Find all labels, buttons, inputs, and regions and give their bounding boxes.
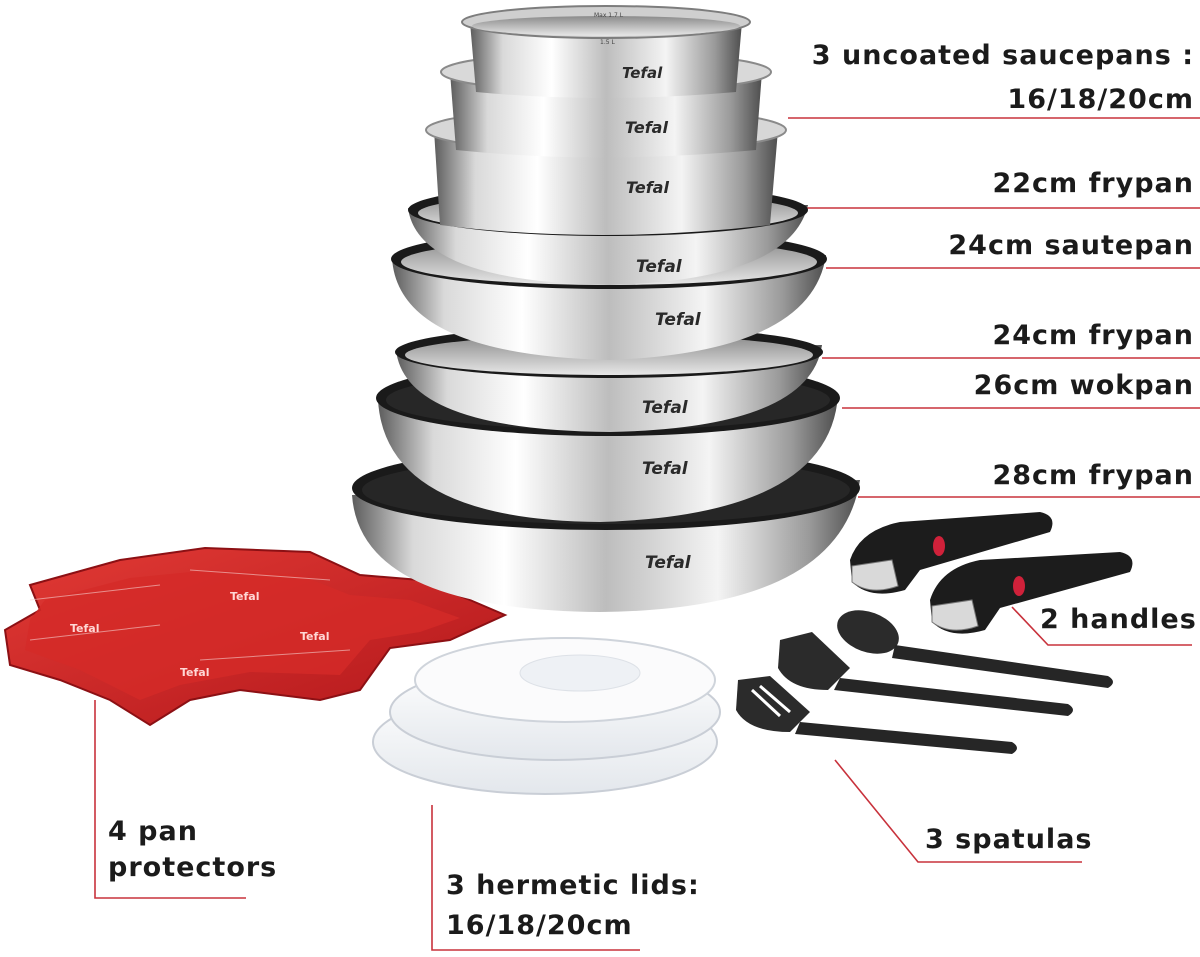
label-frypan-22cm: 22cm frypan [992,168,1194,199]
detachable-handles [850,512,1133,634]
brand-logo: Tefal [655,310,702,330]
pan-protectors: Tefal Tefal Tefal Tefal [3,546,508,727]
brand-logo: Tefal [625,118,668,137]
label-sautepan-24cm: 24cm sautepan [948,230,1194,261]
protector-pad [25,570,460,700]
leader-lines [94,117,1200,951]
label-saucepans-line1: 3 uncoated saucepans : [811,40,1194,71]
brand-logo: Tefal [636,257,683,277]
saucepan-16cm: Max 1.7 L 1.5 L Tefal [461,5,751,98]
spatula-turner [778,632,1073,716]
leader-handles [1011,606,1192,646]
protector-brand-print: Tefal [300,630,329,643]
protector-brand-print: Tefal [180,666,209,679]
label-saucepans-line2: 16/18/20cm [1007,84,1194,115]
label-protectors-line1: 4 pan [108,816,198,847]
protector-brand-print: Tefal [70,622,99,635]
handle [850,512,1053,594]
leader-protectors [94,700,246,899]
brand-logo: Tefal [626,178,669,197]
label-frypan-24cm: 24cm frypan [992,320,1194,351]
leader-spatulas [834,759,1082,863]
label-handles: 2 handles [1040,604,1197,635]
capacity-marking: Max 1.7 L [594,12,624,19]
label-frypan-28cm: 28cm frypan [992,460,1194,491]
capacity-marking-small: 1.5 L [600,39,615,46]
label-lids-line2: 16/18/20cm [446,910,633,941]
brand-logo: Tefal [642,459,689,479]
brand-logo: Tefal [642,398,689,418]
protector-brand-print: Tefal [230,590,259,603]
brand-logo: Tefal [622,64,663,82]
leader-lids [431,805,640,951]
lid-center [519,654,641,692]
handle [930,552,1133,634]
spatulas [736,610,1113,754]
label-spatulas: 3 spatulas [925,824,1093,855]
brand-logo: Tefal [645,553,692,573]
spatula-spoon [837,610,1113,688]
hermetic-lids [372,637,721,795]
label-lids-line1: 3 hermetic lids: [446,870,700,901]
cookware-stack: Tefal Tefal Tefal Tefal Tefal [352,5,860,612]
label-wokpan-26cm: 26cm wokpan [973,370,1194,401]
spatula-slotted [736,676,1017,754]
label-protectors-line2: protectors [108,852,278,883]
